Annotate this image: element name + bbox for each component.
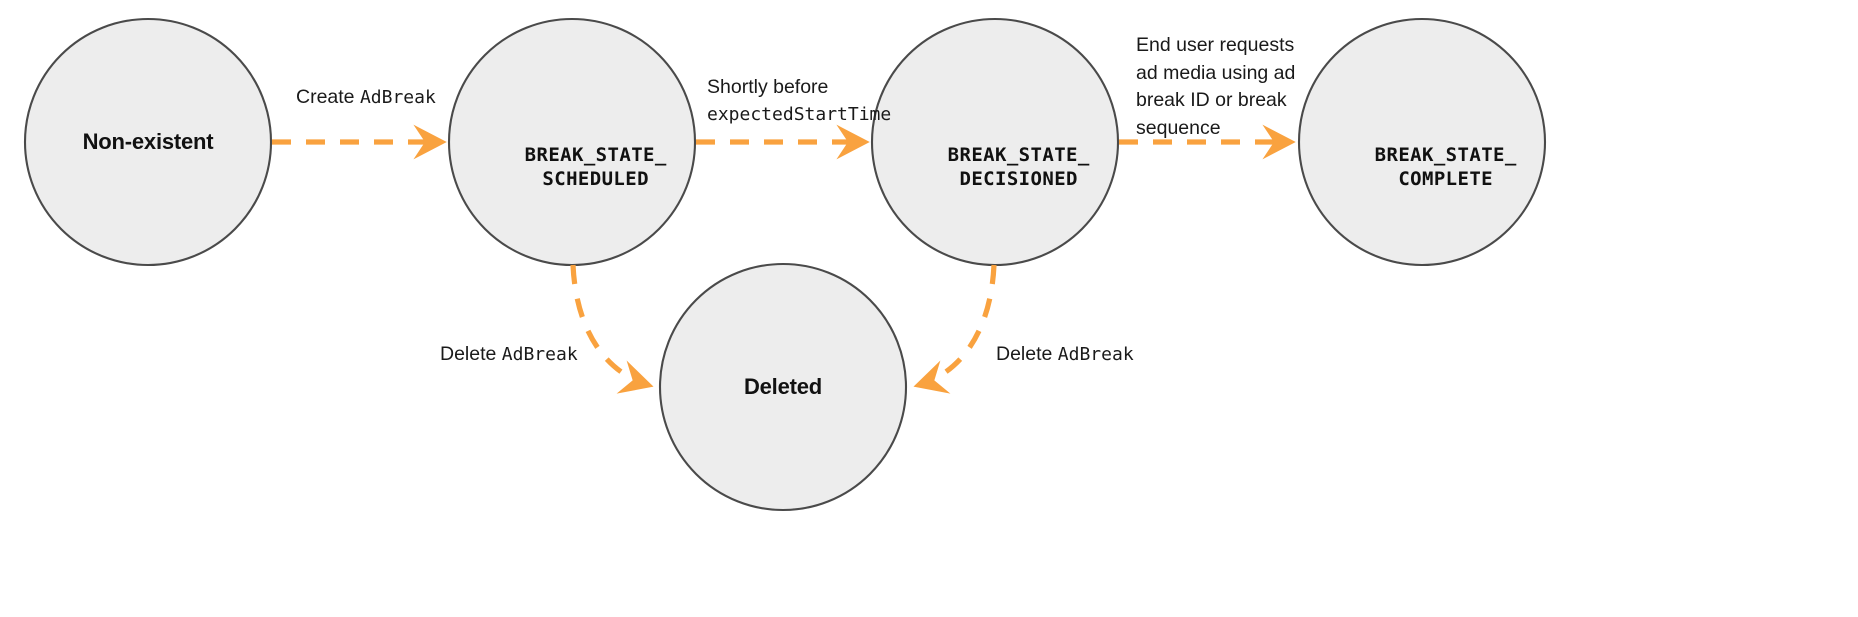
node-circle-break-state-scheduled[interactable] bbox=[447, 17, 697, 267]
edge-delete-adbreak-from-scheduled[interactable] bbox=[570, 264, 654, 394]
edge-delete-adbreak-from-decisioned[interactable] bbox=[913, 264, 997, 394]
node-circle-deleted[interactable] bbox=[658, 262, 908, 512]
edge-paths bbox=[272, 124, 1296, 394]
node-circles bbox=[23, 17, 1547, 512]
node-circle-break-state-complete[interactable] bbox=[1297, 17, 1547, 267]
node-circle-non-existent[interactable] bbox=[23, 17, 273, 267]
node-circle-break-state-decisioned[interactable] bbox=[870, 17, 1120, 267]
